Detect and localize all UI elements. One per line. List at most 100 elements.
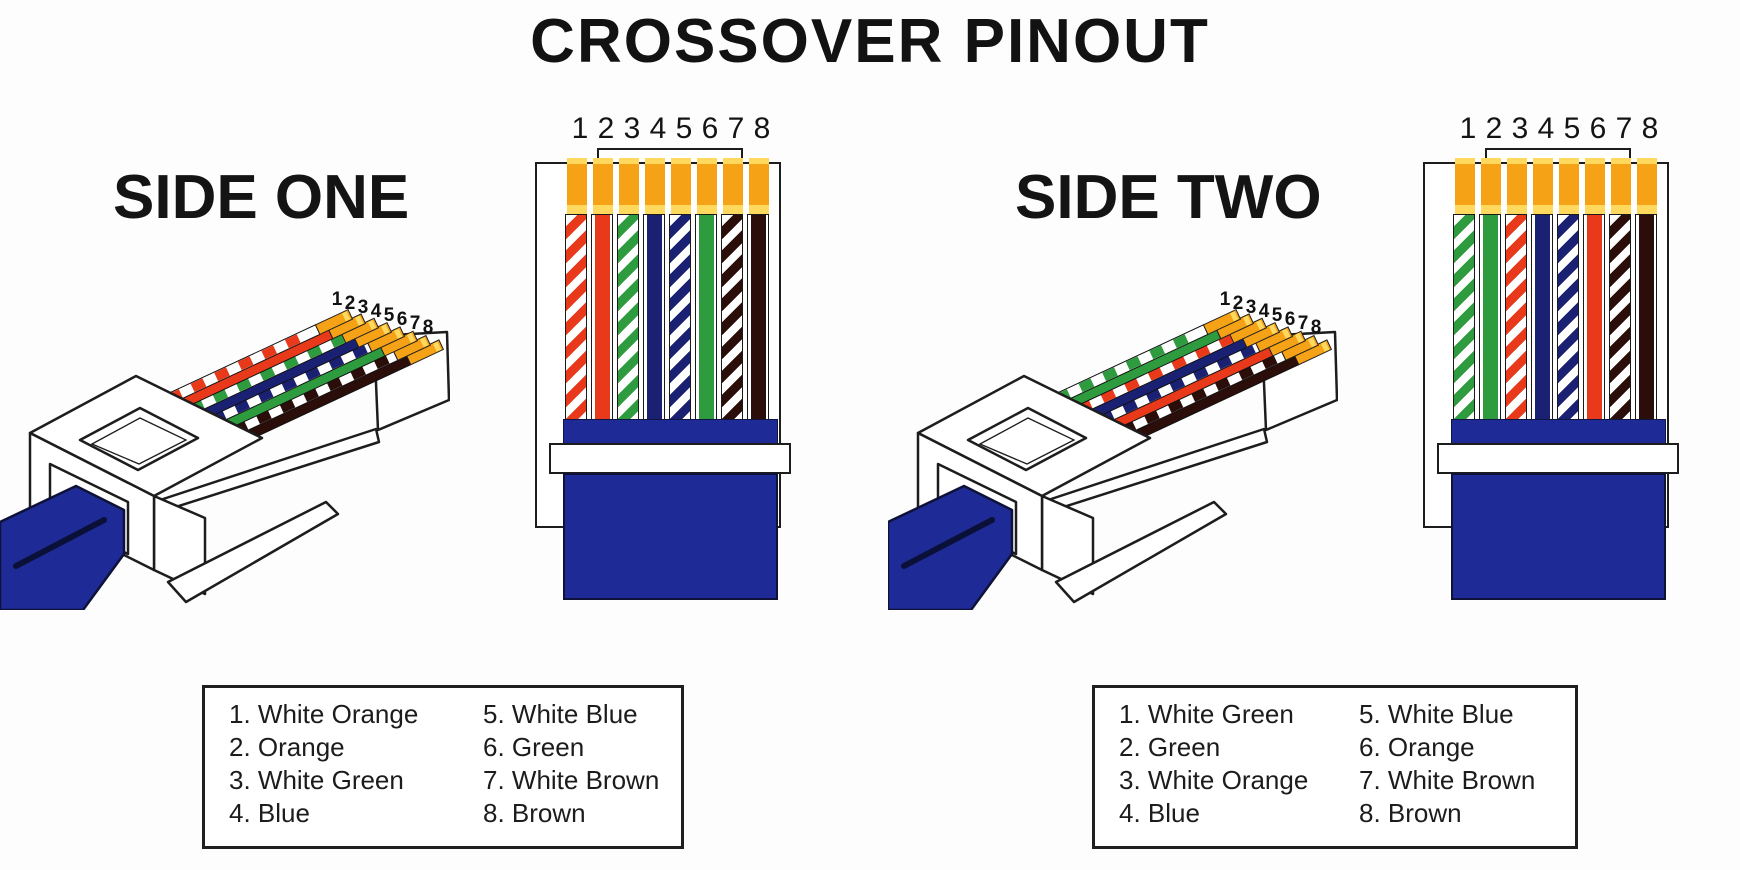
gold-contact-pin (567, 158, 587, 214)
wire-stripe (214, 367, 230, 382)
persp-pin-number: 1 (1220, 289, 1231, 310)
wire-stripe (235, 377, 252, 392)
persp-pin-number: 7 (410, 313, 421, 334)
wire-stripe (283, 355, 299, 370)
legend-item: 6. Orange (1359, 732, 1475, 762)
pin-number: 2 (1485, 112, 1503, 145)
legend-item: 4. Blue (1119, 798, 1200, 828)
pin-number: 1 (1459, 112, 1477, 145)
wire-stripe (1123, 377, 1140, 392)
legend-item: 5. White Blue (483, 699, 638, 729)
wire-core (750, 215, 766, 419)
wire-pin-8 (747, 214, 769, 420)
contact-tip (1243, 315, 1252, 326)
wire-stripe (1194, 344, 1211, 359)
legend-item: 4. Blue (229, 798, 310, 828)
wire-core (1482, 215, 1498, 419)
persp-wire-pin-1 (148, 308, 354, 413)
pin-number: 5 (1563, 112, 1581, 145)
wire-stripe (1147, 366, 1164, 381)
gold-contact-pin (1507, 158, 1527, 214)
contact-tip (1230, 311, 1239, 322)
contact-tip (355, 315, 364, 326)
wire-stripe (237, 356, 254, 371)
pin-number: 4 (1537, 112, 1555, 145)
wire-pin-7 (721, 214, 743, 420)
persp-pin-number: 5 (384, 305, 395, 326)
wire-stripe (1214, 377, 1231, 391)
gold-contact-pin (645, 158, 665, 214)
strain-relief-bar (1437, 443, 1679, 474)
legend-item: 3. White Orange (1119, 765, 1309, 795)
persp-pin-number: 8 (423, 317, 434, 338)
legend-item: 1. White Orange (229, 699, 419, 729)
gold-contact-pin (1481, 158, 1501, 214)
wire-stripe (1078, 378, 1095, 393)
cable (0, 484, 126, 610)
gold-contact-pin (1455, 158, 1475, 214)
wire-pin-1 (1453, 214, 1475, 420)
wire-core (594, 215, 610, 419)
top-window (78, 406, 200, 472)
pin-number: 1 (571, 112, 589, 145)
wire-core (698, 215, 714, 419)
wire-stripe (1125, 356, 1142, 371)
pin-number: 8 (1641, 112, 1659, 145)
gold-contact-pin (749, 158, 769, 214)
cable (1451, 473, 1666, 600)
gold-contact-pin (1611, 158, 1631, 214)
wire-core (646, 215, 662, 419)
wire-stripe (1169, 377, 1186, 392)
gold-contact-pin (1637, 158, 1657, 214)
persp-pin-number: 7 (1298, 313, 1309, 334)
wire-stripe (1144, 410, 1160, 424)
wire-stripe (1261, 355, 1278, 369)
persp-pin-number: 2 (1233, 293, 1244, 314)
wire-core (1638, 215, 1654, 419)
wire-pin-3 (1505, 214, 1527, 420)
wire-row (565, 214, 769, 420)
contact-row (567, 158, 769, 214)
latch-clip (166, 500, 340, 604)
cable-jacket-top (1451, 419, 1666, 445)
top-window-inner-edge (90, 417, 188, 465)
gold-contact-pin (1533, 158, 1553, 214)
contact-tip (1269, 324, 1278, 335)
contact-tip (407, 332, 416, 343)
wire-pin-6 (1583, 214, 1605, 420)
wire-stripe (328, 355, 345, 370)
persp-pin-number: 3 (1246, 297, 1257, 318)
wire-stripe (373, 355, 390, 369)
persp-pin-number: 8 (1311, 317, 1322, 338)
persp-wire-pin-1 (1036, 308, 1242, 413)
legend-item: 8. Brown (483, 798, 586, 828)
wire-stripe (212, 388, 229, 403)
legend-item: 8. Brown (1359, 798, 1462, 828)
pin-number: 7 (727, 112, 745, 145)
legend-item: 2. Green (1119, 732, 1221, 762)
contact-tip (1295, 332, 1304, 343)
wire-stripe (279, 399, 296, 413)
persp-pin-number: 1 (332, 289, 343, 310)
top-window-inner-edge (978, 417, 1076, 465)
wire-pin-1 (565, 214, 587, 420)
strain-relief-bar (549, 443, 791, 474)
gold-contact-pin (619, 158, 639, 214)
wire-stripe (304, 366, 321, 381)
persp-wire-pin-2 (158, 313, 367, 419)
cable-crease (13, 517, 107, 569)
wire-stripe (1149, 345, 1166, 360)
persp-pin-number: 6 (1285, 309, 1296, 330)
contact-tip (1256, 319, 1265, 330)
pin-number: 4 (649, 112, 667, 145)
wire-stripe (190, 378, 207, 393)
pin-number: 6 (1589, 112, 1607, 145)
pin-number: 6 (701, 112, 719, 145)
persp-pin-number: 4 (1259, 301, 1270, 322)
